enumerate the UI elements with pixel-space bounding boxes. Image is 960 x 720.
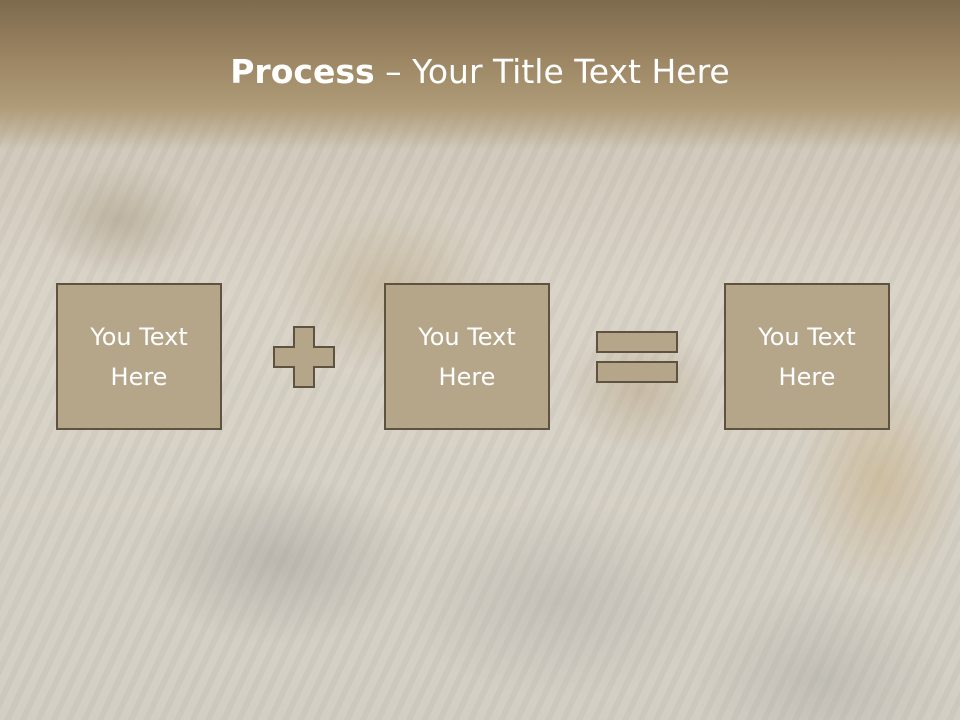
- text-box-1-label: You Text Here: [90, 322, 188, 391]
- equals-icon: [596, 331, 678, 383]
- plus-icon: [273, 326, 335, 388]
- title-bold: Process: [230, 52, 375, 91]
- title-rest: – Your Title Text Here: [374, 52, 730, 91]
- title-band: [0, 0, 960, 150]
- text-box-3[interactable]: You Text Here: [724, 283, 890, 430]
- text-box-3-label: You Text Here: [758, 322, 856, 391]
- text-box-2[interactable]: You Text Here: [384, 283, 550, 430]
- text-box-2-label: You Text Here: [418, 322, 516, 391]
- text-box-1[interactable]: You Text Here: [56, 283, 222, 430]
- slide-title[interactable]: Process – Your Title Text Here: [0, 52, 960, 91]
